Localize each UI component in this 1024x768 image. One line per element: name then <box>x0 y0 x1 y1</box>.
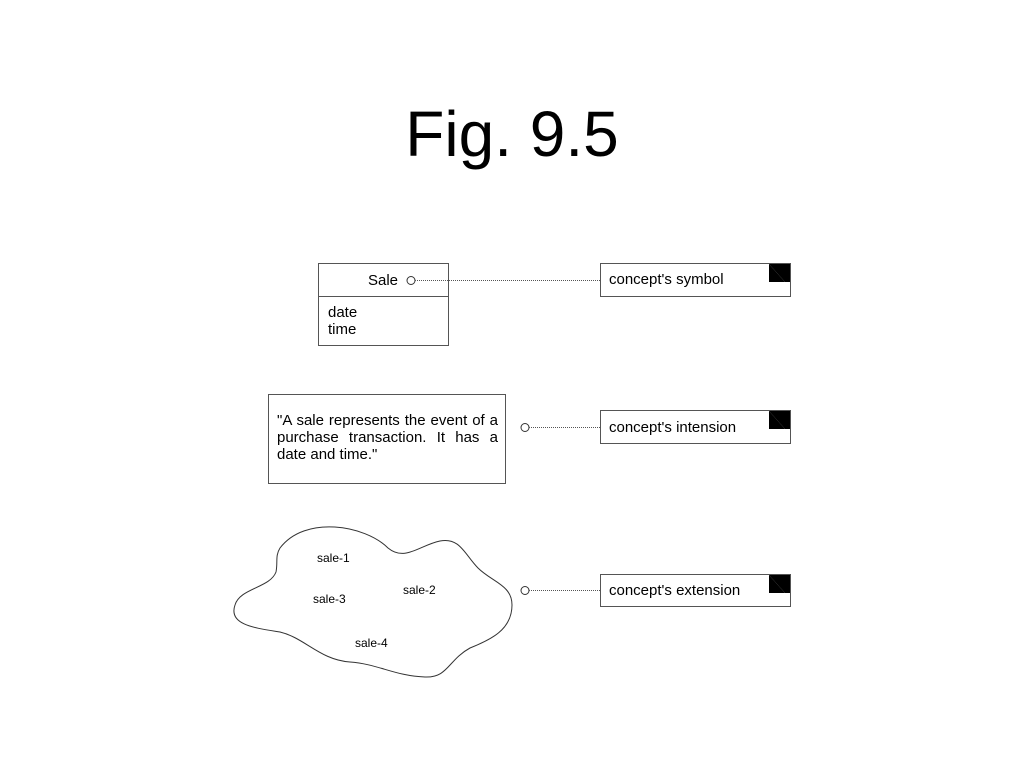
figure-title: Fig. 9.5 <box>405 98 619 170</box>
note-concept-symbol: concept's symbol <box>600 263 791 297</box>
instance-label: sale-4 <box>355 636 388 650</box>
note-label: concept's intension <box>609 419 736 436</box>
note-label: concept's symbol <box>609 271 724 288</box>
extension-connector <box>520 586 601 595</box>
intension-connector <box>520 423 601 432</box>
extension-cloud: sale-1 sale-2 sale-3 sale-4 <box>233 526 513 678</box>
intension-box <box>268 394 506 484</box>
symbol-connector <box>406 276 601 285</box>
attribute-time: time <box>328 321 356 338</box>
sale-class-box: Sale date time <box>318 263 449 346</box>
instance-label: sale-2 <box>403 583 436 597</box>
instance-label: sale-1 <box>317 551 350 565</box>
attribute-date: date <box>328 304 357 321</box>
cloud-shape <box>233 526 513 678</box>
connector-anchor <box>520 586 530 595</box>
note-fold-icon <box>769 264 790 282</box>
note-concept-intension: concept's intension <box>600 410 791 444</box>
note-fold-icon <box>769 575 790 593</box>
note-label: concept's extension <box>609 582 740 599</box>
connector-anchor <box>520 423 530 432</box>
class-name: Sale <box>368 272 398 289</box>
intension-description: "A sale represents the event of a purcha… <box>277 412 498 463</box>
note-fold-icon <box>769 411 790 429</box>
instance-label: sale-3 <box>313 592 346 606</box>
note-concept-extension: concept's extension <box>600 574 791 607</box>
connector-anchor <box>406 276 416 285</box>
